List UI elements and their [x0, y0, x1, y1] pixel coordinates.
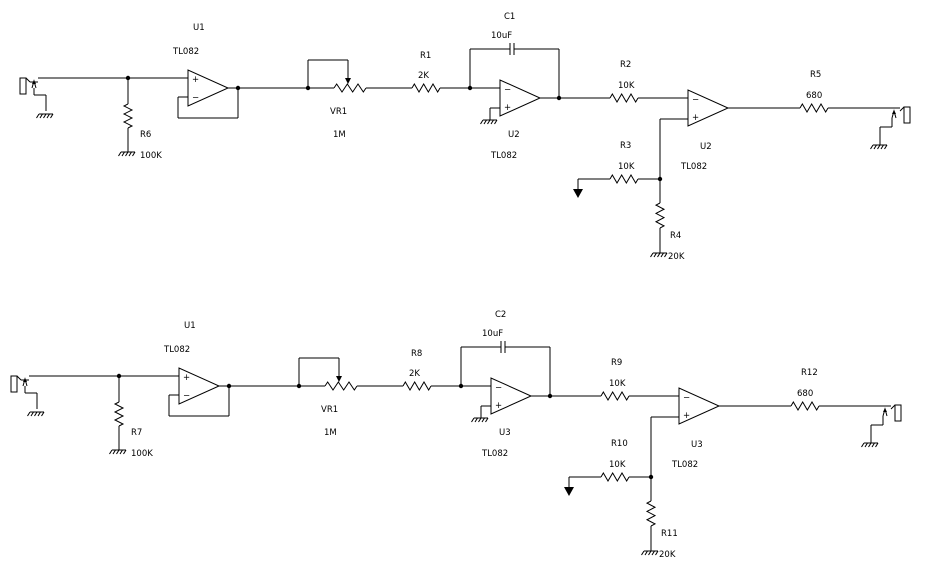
resistor-value-label: 2K — [409, 369, 420, 379]
resistor-value-label: 20K — [659, 550, 676, 560]
resistor-value-label: 10K — [618, 162, 635, 172]
potentiometer-ref-label: VR1 — [321, 405, 338, 415]
resistor-ref-label: R4 — [670, 231, 681, 241]
capacitor-ref-label: C1 — [504, 12, 515, 22]
resistor-ref-label: R3 — [620, 141, 631, 151]
resistor-value-label: 10K — [609, 379, 626, 389]
resistor-r3: R10 10K — [564, 439, 654, 496]
opamp-input-sign: − — [692, 95, 699, 105]
input-jack — [10, 375, 45, 417]
opamp-ref-label: U2 — [700, 142, 712, 152]
resistor-ref-label: R12 — [801, 368, 818, 378]
resistor-r5: R5 680 — [799, 70, 900, 113]
input-jack — [19, 77, 54, 119]
capacitor-value-label: 10uF — [482, 329, 503, 339]
output-jack — [870, 106, 911, 150]
opamp-input-sign: + — [495, 401, 502, 411]
opamp-ref-label: U2 — [508, 130, 520, 140]
opamp-part-label: TL082 — [490, 151, 517, 161]
opamp-input-sign: + — [683, 411, 690, 421]
opamp-ref-label: U1 — [193, 23, 205, 33]
resistor-value-label: 10K — [609, 460, 626, 470]
wires — [38, 75, 188, 81]
opamp-input-sign: − — [504, 85, 511, 95]
resistor-r1: R8 2K — [402, 349, 461, 391]
opamp-part-label: TL082 — [680, 162, 707, 172]
opamp-input-sign: − — [192, 93, 199, 103]
resistor-ref-label: R5 — [810, 70, 821, 80]
resistor-value-label: 10K — [618, 81, 635, 91]
resistor-value-label: 680 — [797, 389, 813, 399]
capacitor-c1: C1 10uF — [467, 12, 560, 99]
opamp-ref-label: U3 — [499, 428, 511, 438]
opamp-part-label: TL082 — [172, 47, 199, 57]
opamp-input-sign: − — [495, 383, 502, 393]
resistor-r4: R11 20K — [641, 477, 678, 560]
resistor-r1: R1 2K — [411, 51, 470, 93]
wires — [29, 373, 179, 379]
resistor-ref-label: R8 — [411, 349, 422, 359]
resistor-value-label: 100K — [140, 151, 162, 161]
potentiometer-vr1: VR1 1M — [296, 357, 403, 438]
resistor-ref-label: R11 — [661, 529, 678, 539]
resistor-r6: R7 100K — [109, 376, 153, 459]
resistor-ref-label: R9 — [611, 358, 622, 368]
opamp-input-sign: + — [504, 103, 511, 113]
opamp-input-sign: + — [692, 113, 699, 123]
opamp-input-sign: + — [192, 75, 199, 85]
resistor-ref-label: R1 — [420, 51, 431, 61]
opamp-ref-label: U1 — [184, 321, 196, 331]
resistor-value-label: 680 — [806, 91, 822, 101]
capacitor-c1: C2 10uF — [458, 310, 551, 397]
resistor-value-label: 20K — [668, 252, 685, 262]
resistor-r3: R3 10K — [573, 141, 663, 198]
potentiometer-vr1: VR1 1M — [305, 59, 412, 140]
opamp-part-label: TL082 — [671, 460, 698, 470]
resistor-ref-label: R2 — [620, 60, 631, 70]
circuit-1: R6100K+−U1TL082VR11MR12KC110uF−+U2TL082R… — [19, 12, 911, 262]
potentiometer-value-label: 1M — [324, 428, 337, 438]
resistor-r2: R2 10K — [609, 60, 688, 103]
resistor-r6: R6 100K — [118, 78, 162, 161]
resistor-ref-label: R6 — [140, 130, 151, 140]
resistor-ref-label: R7 — [131, 428, 142, 438]
resistor-value-label: 100K — [131, 449, 153, 459]
opamp-input-sign: − — [683, 393, 690, 403]
capacitor-value-label: 10uF — [491, 31, 512, 41]
capacitor-ref-label: C2 — [495, 310, 506, 320]
output-jack — [861, 404, 902, 448]
resistor-ref-label: R10 — [611, 439, 628, 449]
opamp-part-label: TL082 — [481, 449, 508, 459]
opamp-part-label: TL082 — [163, 345, 190, 355]
resistor-r2: R9 10K — [600, 358, 679, 401]
opamp-input-sign: + — [183, 373, 190, 383]
potentiometer-value-label: 1M — [333, 130, 346, 140]
opamp-input-sign: − — [183, 391, 190, 401]
opamp-ref-label: U3 — [691, 440, 703, 450]
resistor-r5: R12 680 — [790, 368, 891, 411]
resistor-r4: R4 20K — [650, 179, 685, 262]
potentiometer-ref-label: VR1 — [330, 107, 347, 117]
circuit-2: R7100K+−U1TL082VR11MR82KC210uF−+U3TL082R… — [10, 310, 902, 560]
resistor-value-label: 2K — [418, 71, 429, 81]
